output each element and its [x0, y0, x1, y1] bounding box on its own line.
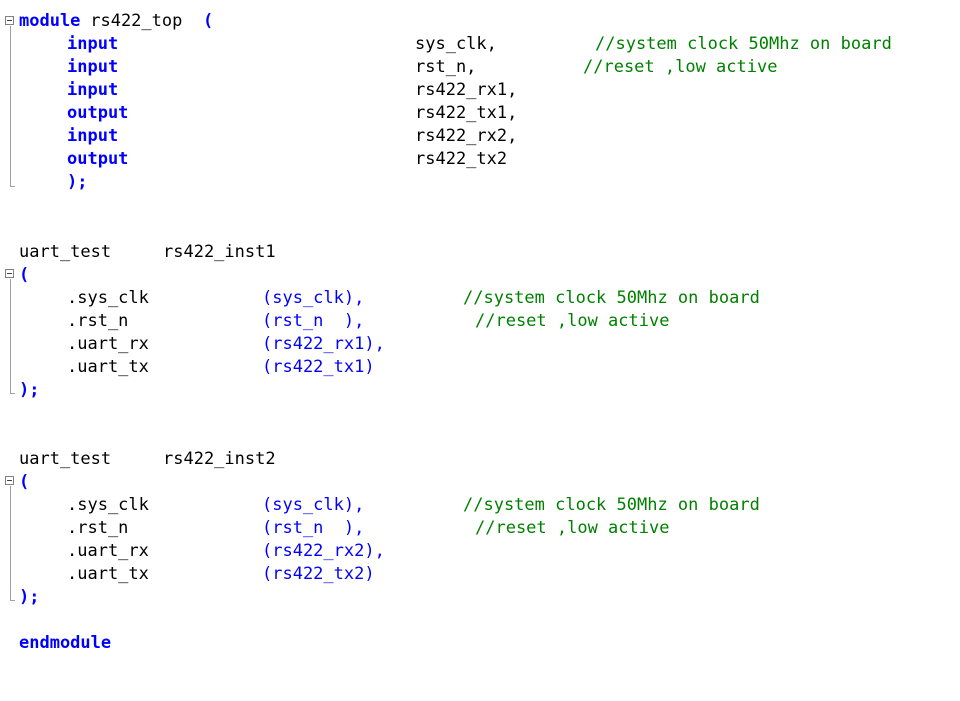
- code-line-port[interactable]: input rst_n, //reset ,low active: [19, 56, 777, 79]
- fold-range-line: [10, 486, 11, 600]
- fold-toggle-module-icon[interactable]: [5, 16, 14, 25]
- connection-port: .sys_clk: [67, 495, 149, 515]
- port-direction: output: [67, 149, 129, 169]
- module-keyword: module: [19, 11, 81, 31]
- code-line-endmodule[interactable]: endmodule: [19, 632, 111, 655]
- close-paren: );: [19, 587, 40, 607]
- code-line-module-close[interactable]: );: [19, 171, 87, 194]
- code-comment: //system clock 50Mhz on board: [595, 34, 892, 54]
- port-name: rs422_tx1,: [415, 103, 518, 123]
- instance-name: rs422_inst1: [163, 242, 276, 262]
- instance-type: uart_test: [19, 242, 112, 262]
- code-line-module-decl[interactable]: module rs422_top (: [19, 10, 213, 33]
- connection-signal: (rs422_tx1): [262, 357, 375, 377]
- code-line-port[interactable]: output rs422_tx2: [19, 148, 507, 171]
- fold-toggle-inst2-icon[interactable]: [5, 476, 14, 485]
- port-name: sys_clk,: [415, 34, 497, 54]
- connection-signal: (sys_clk),: [262, 288, 365, 308]
- port-direction: input: [67, 80, 119, 100]
- code-comment: //reset ,low active: [583, 57, 778, 77]
- connection-port: .uart_rx: [67, 334, 149, 354]
- code-line-instance-close[interactable]: );: [19, 586, 60, 609]
- code-line-connection[interactable]: .uart_rx (rs422_rx2),: [19, 540, 385, 563]
- connection-signal: (rst_n ),: [262, 311, 365, 331]
- code-line-connection[interactable]: .rst_n (rst_n ), //reset ,low active: [19, 310, 669, 333]
- code-line-instance-header[interactable]: uart_test rs422_inst1: [19, 241, 276, 264]
- fold-range-line: [10, 26, 11, 186]
- fold-range-line: [10, 279, 11, 393]
- open-paren: (: [203, 11, 214, 31]
- port-name: rs422_tx2: [415, 149, 508, 169]
- connection-port: .uart_rx: [67, 541, 149, 561]
- code-line-port[interactable]: input rs422_rx1,: [19, 79, 517, 102]
- port-name: rs422_rx1,: [415, 80, 518, 100]
- fold-toggle-inst1-icon[interactable]: [5, 269, 14, 278]
- code-line-port[interactable]: input rs422_rx2,: [19, 125, 517, 148]
- connection-port: .rst_n: [67, 518, 129, 538]
- port-direction: input: [67, 34, 119, 54]
- close-paren: );: [19, 380, 40, 400]
- fold-end-mark: [10, 393, 15, 394]
- code-comment: //reset ,low active: [475, 518, 670, 538]
- fold-end-mark: [10, 600, 15, 601]
- code-line-port[interactable]: output rs422_tx1,: [19, 102, 517, 125]
- port-direction: input: [67, 57, 119, 77]
- connection-port: .sys_clk: [67, 288, 149, 308]
- connection-signal: (rs422_rx1),: [262, 334, 385, 354]
- code-line-port[interactable]: input sys_clk, //system clock 50Mhz on b…: [19, 33, 892, 56]
- code-line-connection[interactable]: .uart_tx (rs422_tx2): [19, 563, 375, 586]
- open-paren: (: [19, 265, 30, 285]
- connection-port: .uart_tx: [67, 357, 149, 377]
- endmodule-keyword: endmodule: [19, 633, 112, 653]
- connection-port: .uart_tx: [67, 564, 149, 584]
- code-line-instance-header[interactable]: uart_test rs422_inst2: [19, 448, 276, 471]
- connection-signal: (rs422_rx2),: [262, 541, 385, 561]
- code-line-connection[interactable]: .uart_rx (rs422_rx1),: [19, 333, 385, 356]
- instance-type: uart_test: [19, 449, 112, 469]
- fold-gutter: [0, 0, 17, 668]
- code-comment: //system clock 50Mhz on board: [463, 288, 760, 308]
- code-line-instance-open[interactable]: (: [19, 264, 60, 287]
- code-line-instance-open[interactable]: (: [19, 471, 60, 494]
- instance-name: rs422_inst2: [163, 449, 276, 469]
- close-paren: );: [67, 172, 88, 192]
- connection-signal: (sys_clk),: [262, 495, 365, 515]
- code-comment: //system clock 50Mhz on board: [463, 495, 760, 515]
- connection-port: .rst_n: [67, 311, 129, 331]
- open-paren: (: [19, 472, 30, 492]
- code-editor[interactable]: module rs422_top ( input sys_clk, //syst…: [0, 0, 960, 668]
- code-line-connection[interactable]: .sys_clk (sys_clk), //system clock 50Mhz…: [19, 287, 760, 310]
- connection-signal: (rst_n ),: [262, 518, 365, 538]
- port-direction: output: [67, 103, 129, 123]
- port-name: rs422_rx2,: [415, 126, 518, 146]
- code-line-connection[interactable]: .uart_tx (rs422_tx1): [19, 356, 375, 379]
- code-comment: //reset ,low active: [475, 311, 670, 331]
- code-line-instance-close[interactable]: );: [19, 379, 60, 402]
- port-direction: input: [67, 126, 119, 146]
- connection-signal: (rs422_tx2): [262, 564, 375, 584]
- code-line-connection[interactable]: .sys_clk (sys_clk), //system clock 50Mhz…: [19, 494, 760, 517]
- code-line-connection[interactable]: .rst_n (rst_n ), //reset ,low active: [19, 517, 669, 540]
- fold-end-mark: [10, 186, 15, 187]
- port-name: rst_n,: [415, 57, 477, 77]
- module-name: rs422_top: [80, 11, 183, 31]
